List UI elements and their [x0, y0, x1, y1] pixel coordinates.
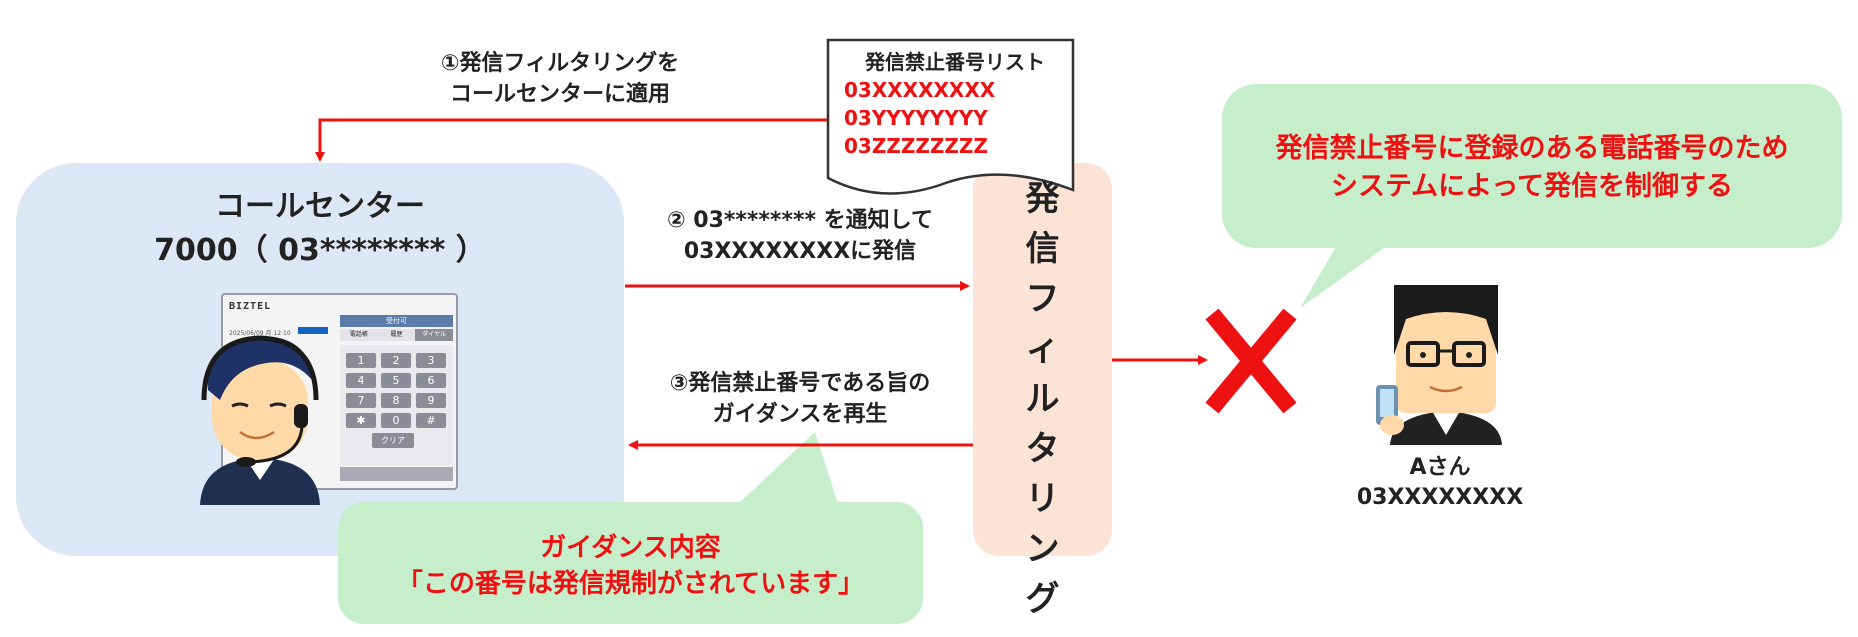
step2-line1: ② 03******** を通知して: [667, 208, 933, 233]
filter-label-char: ィ: [1025, 329, 1060, 369]
keypad-key[interactable]: 6: [416, 373, 446, 388]
speech-bubble-bottom-text: ガイダンス内容 「この番号は発信規制がされています」: [338, 530, 923, 602]
person-a-label: Aさん 03XXXXXXXX: [1340, 453, 1540, 513]
speech-bubble-bottom-tail: [738, 432, 838, 504]
step1-line1: ①発信フィルタリングを: [440, 51, 680, 76]
blocked-cross-icon: [1205, 308, 1297, 414]
step1-label: ①発信フィルタリングを コールセンターに適用: [380, 48, 740, 110]
keypad-key[interactable]: 8: [381, 393, 411, 408]
speech-bubble-bottom-line1: ガイダンス内容: [540, 533, 721, 563]
filter-label-char: フ: [1025, 279, 1060, 319]
keypad-key[interactable]: #: [416, 413, 446, 428]
step2-label: ② 03******** を通知して 03XXXXXXXXに発信: [640, 205, 960, 267]
softphone-datetime: 2025/06/09 月 12:10: [229, 330, 291, 337]
speech-bubble-right-text: 発信禁止番号に登録のある電話番号のため システムによって発信を制御する: [1222, 130, 1842, 206]
callcenter-title: コールセンター: [215, 189, 425, 224]
filter-label-char: 発: [1025, 179, 1060, 219]
operator-illustration: [200, 335, 320, 505]
speech-bubble-right-line1: 発信禁止番号に登録のある電話番号のため: [1275, 133, 1789, 164]
softphone-status: 受付可: [340, 315, 453, 327]
step2-line2: 03XXXXXXXXに発信: [683, 239, 917, 264]
step3-line2: ガイダンスを再生: [712, 402, 888, 427]
filter-label-char: ル: [1025, 379, 1060, 419]
softphone-active-bar: [298, 327, 328, 334]
person-a-name: Aさん: [1409, 455, 1471, 480]
keypad-key[interactable]: 3: [416, 353, 446, 368]
softphone-logo: BIZTEL: [229, 301, 272, 312]
keypad-key[interactable]: ✱: [346, 413, 376, 428]
filter-label-char: グ: [1025, 579, 1060, 619]
filter-label-char: ン: [1025, 529, 1060, 569]
keypad-key[interactable]: 7: [346, 393, 376, 408]
arrow-step1: [315, 118, 830, 162]
keypad-key[interactable]: 2: [381, 353, 411, 368]
blocklist-number: 03YYYYYYYY: [844, 106, 988, 130]
keypad-clear-button[interactable]: クリア: [372, 433, 414, 448]
speech-bubble-right-tail: [1300, 240, 1395, 308]
blocklist-title: 発信禁止番号リスト: [865, 50, 1045, 74]
softphone-footer-bar: [340, 467, 453, 481]
filter-label-char: リ: [1025, 479, 1060, 519]
speech-bubble-bottom-line2: 「この番号は発信規制がされています」: [396, 569, 865, 599]
person-a-number: 03XXXXXXXX: [1356, 485, 1524, 510]
speech-bubble-right: [1222, 84, 1842, 248]
filter-label: 発 信 フ ィ ル タ リ ン グ: [973, 174, 1112, 624]
blocklist-number: 03XXXXXXXX: [844, 78, 996, 102]
softphone-keypad-panel: 1 2 3 4 5 6 7 8 9 ✱ 0 # クリア: [340, 345, 453, 465]
tab-history[interactable]: 履歴: [377, 329, 416, 341]
tab-dial[interactable]: ダイヤル: [415, 329, 454, 341]
filter-label-char: 信: [1025, 229, 1060, 269]
callcenter-number: 7000（ 03******** ）: [154, 233, 486, 268]
keypad-key[interactable]: 0: [381, 413, 411, 428]
speech-bubble-bottom: [338, 502, 923, 624]
keypad-key[interactable]: 9: [416, 393, 446, 408]
filter-box: [973, 163, 1112, 556]
blocklist: 発信禁止番号リスト 03XXXXXXXX 03YYYYYYYY 03ZZZZZZ…: [840, 48, 1070, 160]
step3-line1: ③発信禁止番号である旨の: [669, 371, 931, 396]
keypad-key[interactable]: 4: [346, 373, 376, 388]
keypad-key[interactable]: 5: [381, 373, 411, 388]
step3-label: ③発信禁止番号である旨の ガイダンスを再生: [640, 368, 960, 430]
keypad-key[interactable]: 1: [346, 353, 376, 368]
speech-bubble-right-line2: システムによって発信を制御する: [1330, 171, 1734, 202]
tab-phonebook[interactable]: 電話帳: [340, 329, 378, 341]
blocklist-document: [826, 38, 1075, 195]
step1-line2: コールセンターに適用: [449, 82, 670, 107]
person-a-illustration: [1376, 285, 1502, 445]
filter-label-char: タ: [1025, 429, 1060, 469]
blocklist-number: 03ZZZZZZZZ: [844, 134, 988, 158]
